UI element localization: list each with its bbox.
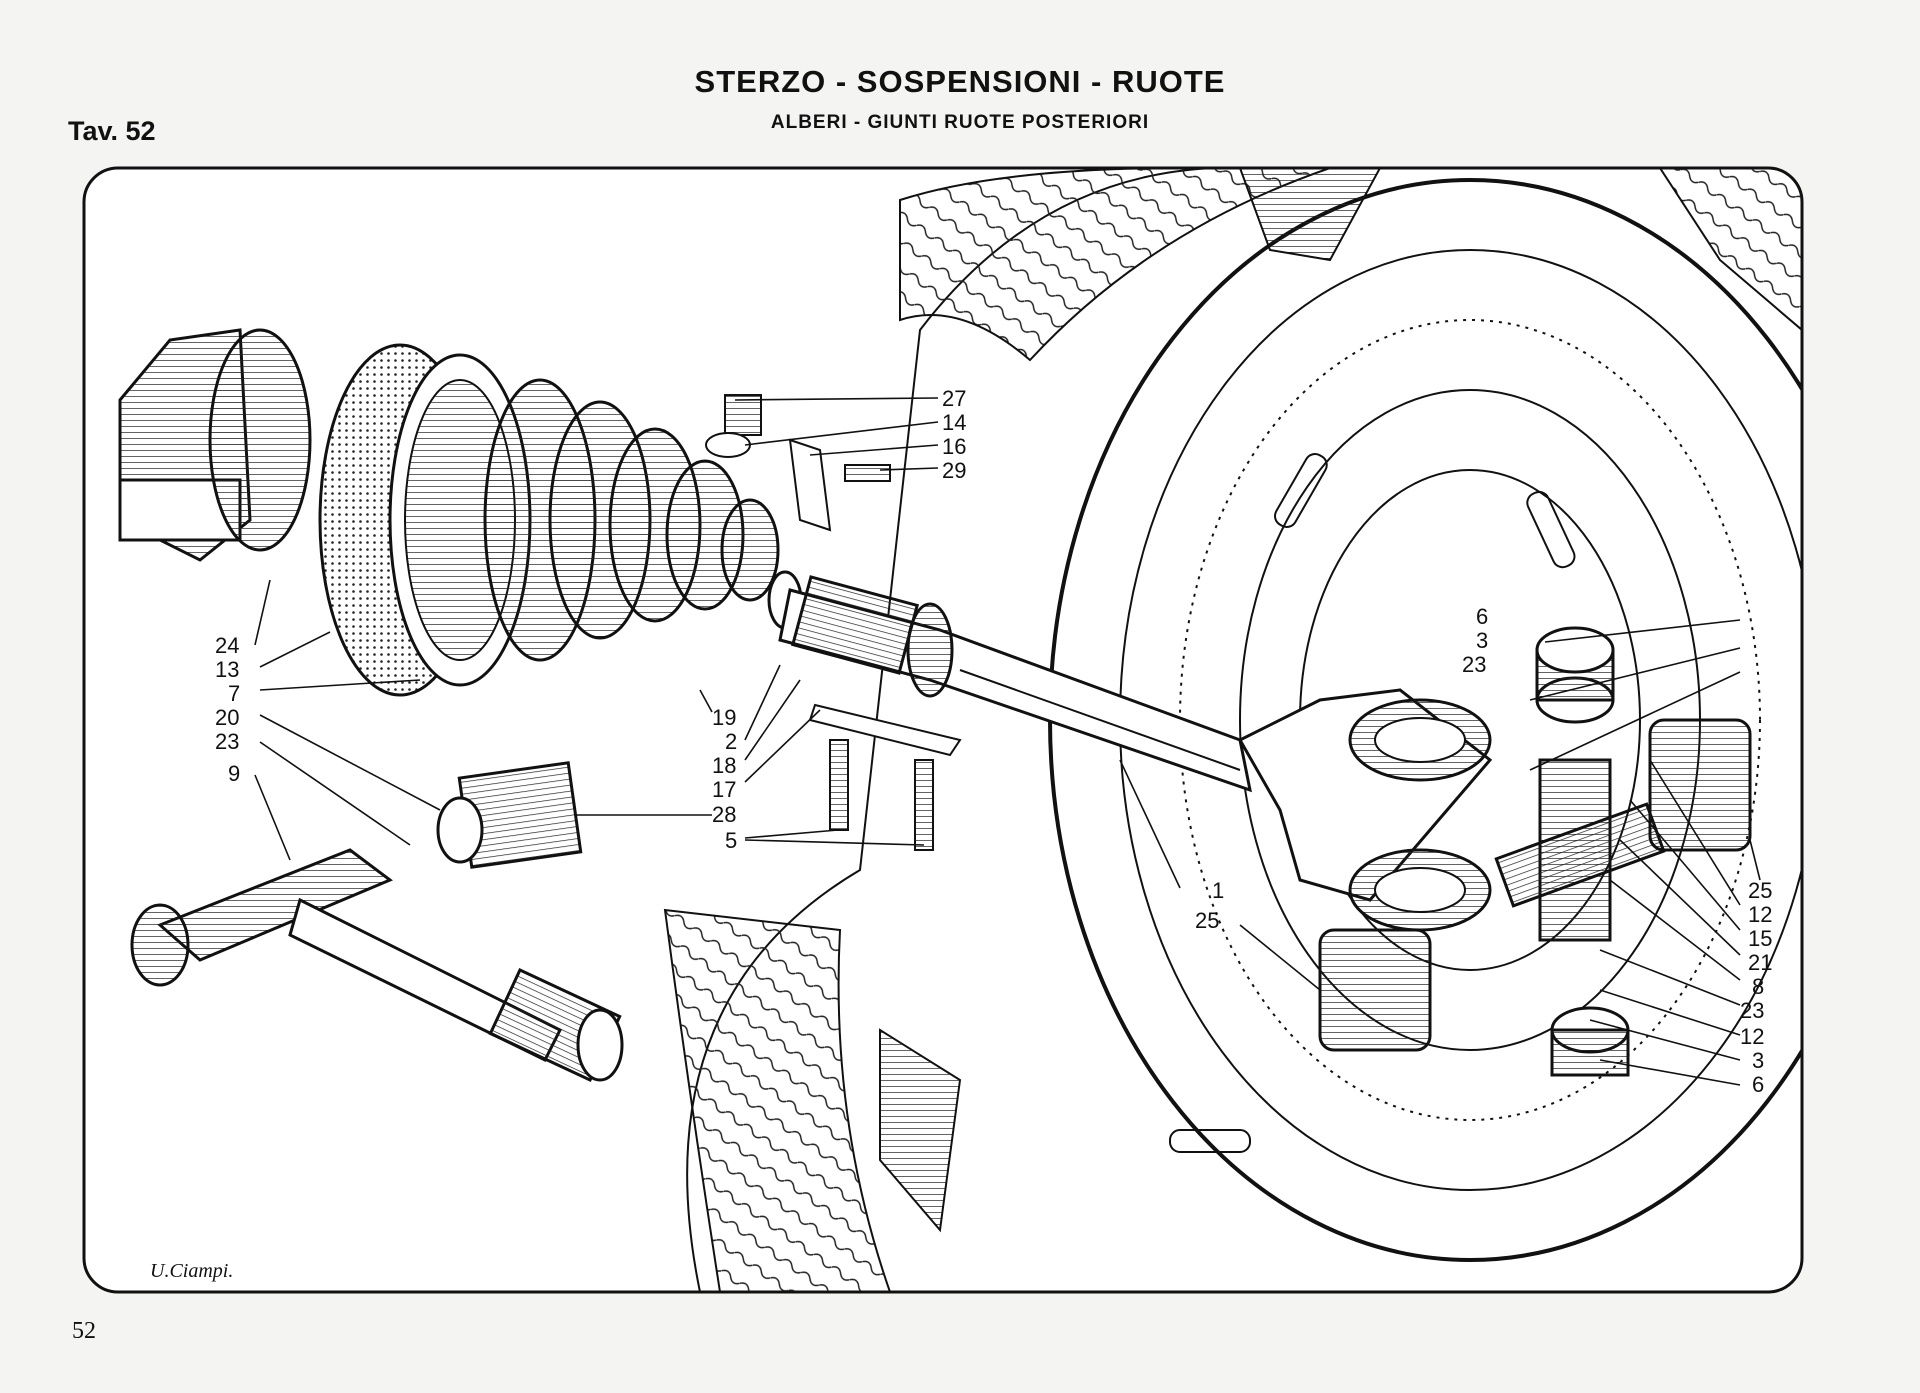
callout-12-bottom: 12 — [1740, 1024, 1764, 1049]
half-shaft — [778, 575, 1252, 793]
callout-21: 21 — [1748, 950, 1772, 975]
differential-yoke — [118, 328, 312, 562]
page-title: STERZO - SOSPENSIONI - RUOTE — [694, 64, 1226, 99]
callout-16: 16 — [942, 434, 966, 459]
callout-labels: 24 13 7 20 23 9 27 14 16 29 19 2 18 17 2… — [215, 386, 1772, 1097]
callout-13: 13 — [215, 657, 239, 682]
callout-28: 28 — [712, 802, 736, 827]
callout-12-right: 12 — [1748, 902, 1772, 927]
callout-6-top: 6 — [1476, 604, 1488, 629]
callout-6-bottom: 6 — [1752, 1072, 1764, 1097]
callout-25-shaft: 25 — [1195, 908, 1219, 933]
illustrator-signature: U.Ciampi. — [150, 1260, 234, 1282]
callout-3-bottom: 3 — [1752, 1048, 1764, 1073]
callout-14: 14 — [942, 410, 966, 435]
callout-17: 17 — [712, 777, 736, 802]
callout-25-right: 25 — [1748, 878, 1772, 903]
universal-joint-cross — [1318, 626, 1752, 1077]
callout-23-right: 23 — [1740, 998, 1764, 1023]
callout-29: 29 — [942, 458, 966, 483]
callout-7: 7 — [228, 681, 240, 706]
callout-23-top: 23 — [1462, 652, 1486, 677]
constant-velocity-joint-housing — [318, 343, 532, 697]
callout-27: 27 — [942, 386, 966, 411]
leader-lines — [254, 397, 1761, 1086]
callout-24: 24 — [215, 633, 239, 658]
callout-1: 1 — [1212, 878, 1224, 903]
callout-9: 9 — [228, 761, 240, 786]
callout-20: 20 — [215, 705, 239, 730]
stub-axle — [130, 848, 624, 1082]
rubber-boot — [483, 378, 803, 662]
callout-5: 5 — [725, 828, 737, 853]
callout-8: 8 — [1752, 974, 1764, 999]
page-number: 52 — [72, 1318, 96, 1344]
callout-3-top: 3 — [1476, 628, 1488, 653]
callout-2: 2 — [725, 729, 737, 754]
shaft-yoke — [1237, 688, 1493, 932]
callout-15: 15 — [1748, 926, 1772, 951]
callout-23: 23 — [215, 729, 239, 754]
plate-number: Tav. 52 — [68, 116, 156, 146]
callout-19: 19 — [712, 705, 736, 730]
page-subtitle: ALBERI - GIUNTI RUOTE POSTERIORI — [770, 112, 1150, 133]
callout-18: 18 — [712, 753, 736, 778]
